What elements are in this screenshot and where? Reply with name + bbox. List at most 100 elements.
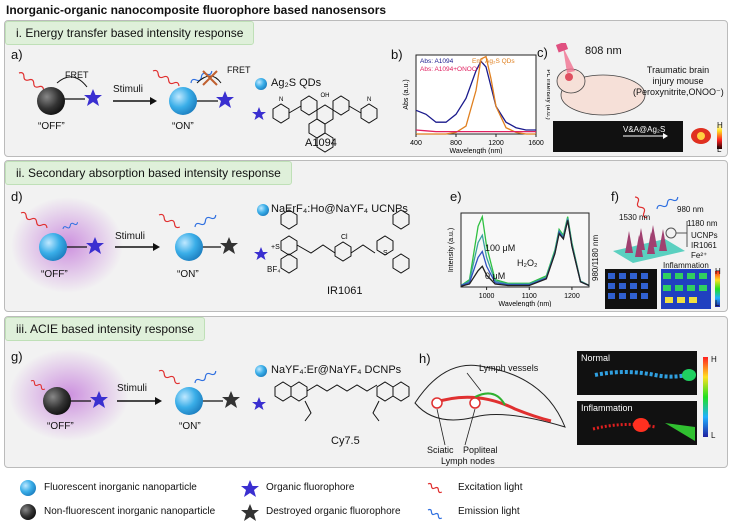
series-line-1 (416, 55, 536, 135)
fluorophore-icon (252, 397, 266, 410)
lymph-vessels-label: Lymph vessels (479, 363, 539, 373)
legend-organic-fluorophore: Organic fluorophore (266, 482, 355, 493)
legend-entry-0: Abs: A1094 (420, 58, 454, 65)
panel-label: g) (11, 349, 23, 364)
svg-text:N: N (367, 97, 371, 103)
organic-fluorophore-star (90, 391, 108, 408)
legend-entry-2: Abs: A1094+ONOO⁻ (420, 66, 481, 73)
qd-icon (255, 78, 267, 90)
secondary-absorption-diagram: Cl +S S (11, 197, 410, 293)
excitation-wave (158, 369, 181, 385)
energy-transfer-diagram: OH N N (18, 69, 378, 153)
wavelength-980: 980 nm (677, 205, 704, 214)
svg-text:N: N (279, 97, 283, 103)
section-header: ii. Secondary absorption based intensity… (5, 161, 292, 185)
microneedle-illustration (605, 196, 720, 309)
ucnp-icon (257, 204, 269, 216)
off-label: “OFF” (47, 421, 74, 432)
normal-label: Normal (581, 353, 611, 363)
emission-wave (194, 370, 217, 384)
acie-diagram (9, 349, 708, 446)
emission-wave (194, 214, 217, 228)
side-label: 980/1180 nm (591, 234, 600, 281)
scale-high: H (711, 355, 717, 364)
x-tick-label: 1000 (479, 293, 495, 300)
dcnp-icon (255, 365, 267, 377)
popliteal-node (469, 397, 481, 409)
non-fluorescent-np (37, 87, 65, 115)
svg-text:S: S (383, 250, 388, 257)
panel-label: c) (537, 45, 548, 60)
panel-label: b) (391, 47, 403, 62)
mouse-description: Traumatic brain injury mouse (Peroxynitr… (633, 65, 724, 98)
fluorescent-np (175, 387, 203, 415)
component-fe: Fe²⁺ (691, 251, 708, 260)
molecule-label: A1094 (305, 137, 337, 149)
x-tick-label: 400 (410, 140, 422, 147)
section-acie: iii. ACIE based intensity response g) (4, 316, 728, 468)
plot-area (415, 54, 537, 135)
series-line-3 (460, 220, 590, 287)
emission-wave (190, 70, 213, 84)
leg-outline (414, 364, 566, 428)
wavelength-1180: 1180 nm (687, 219, 718, 228)
scale-low: L (715, 299, 720, 308)
organic-fluorophore-star (86, 237, 104, 254)
laser-wavelength: 808 nm (585, 45, 622, 57)
y-axis-label: Intensity (a.u.) (448, 228, 455, 272)
legend-icons (20, 480, 443, 521)
microneedle-components: UCNPs IR1061 Fe²⁺ (691, 231, 718, 261)
non-fluorescent-np (43, 387, 71, 415)
legend-destroyed-fluorophore: Destroyed organic fluorophore (266, 506, 401, 517)
mouse-text-line: injury mouse (652, 76, 704, 86)
component-ucnps: UCNPs (691, 231, 718, 240)
stimuli-label: Stimuli (115, 231, 146, 242)
fluorescent-np (169, 87, 197, 115)
scale-high: H (717, 121, 723, 130)
panel-label: f) (611, 189, 619, 204)
inflammation-label: Inflammation (581, 403, 633, 413)
molecule-label: IR1061 (327, 285, 363, 297)
mouse-illustration (553, 43, 722, 152)
legend-fluorescent-np: Fluorescent inorganic nanoparticle (44, 482, 197, 493)
x-tick-label: 1200 (488, 140, 504, 147)
lymph-nodes-label: Lymph nodes (441, 456, 495, 466)
plot-area (460, 212, 590, 288)
organic-fluorophore-star (84, 89, 102, 106)
wavelength-1530: 1530 nm (619, 213, 651, 222)
svg-text:OH: OH (321, 93, 330, 99)
panel-label: d) (11, 189, 23, 204)
excitation-wave (20, 211, 48, 229)
figure-title: Inorganic-organic nanocomposite fluoroph… (6, 3, 387, 17)
legend-emission-light: Emission light (458, 506, 520, 517)
fret-label: FRET (227, 65, 251, 75)
legend-non-fluorescent-np: Non-fluorescent inorganic nanoparticle (44, 506, 216, 517)
on-label: “ON” (179, 421, 201, 432)
section-header: iii. ACIE based intensity response (5, 317, 206, 341)
stimuli-label: Stimuli (113, 84, 144, 95)
component-ir1061: IR1061 (691, 241, 717, 250)
x-tick-label: 1100 (522, 293, 537, 300)
x-axis-label: Wavelength (nm) (498, 301, 551, 307)
svg-text:Cl: Cl (341, 234, 348, 241)
ucnp-label: NaErF₄:Ho@NaYF₄ UCNPs (271, 203, 408, 215)
scale-low: L (717, 145, 722, 154)
popliteal-label: Popliteal (463, 445, 498, 455)
excitation-wave (634, 196, 648, 219)
y-axis-label: Abs (a.u.) (403, 79, 410, 109)
fluorophore-icon (254, 247, 268, 260)
conc-high: 100 μM (485, 243, 516, 253)
destroyed-fluorophore-star (222, 391, 240, 408)
probe-label: V&A@Ag₂S (623, 125, 666, 134)
excitation-wave (30, 379, 46, 391)
section-secondary-absorption: ii. Secondary absorption based intensity… (4, 160, 728, 312)
off-label: “OFF” (41, 269, 68, 280)
qd-label: Ag₂S QDs (271, 77, 322, 89)
mouse-text-line: Traumatic brain (646, 65, 710, 75)
organic-fluorophore-star (216, 91, 234, 108)
molecule-label: Cy7.5 (331, 435, 360, 447)
lymph-vessel (432, 395, 552, 423)
panel-label: e) (450, 189, 462, 204)
scale-high: H (715, 267, 721, 276)
